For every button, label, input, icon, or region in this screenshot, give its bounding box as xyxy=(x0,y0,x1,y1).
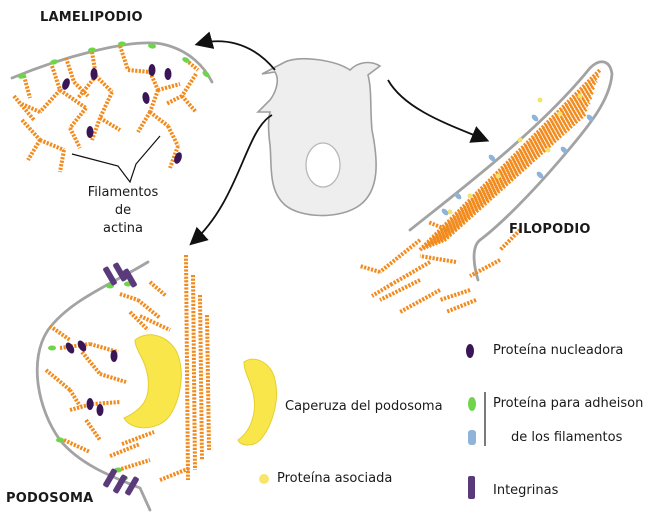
actin-filament xyxy=(50,326,70,340)
label-filopodio: FILOPODIO xyxy=(509,222,591,237)
associated-protein xyxy=(538,98,543,103)
actin-filament xyxy=(200,295,202,460)
nucleator-protein xyxy=(149,64,156,76)
actin-filament xyxy=(380,280,420,300)
actin-filament xyxy=(100,92,112,118)
associated-protein xyxy=(578,94,583,99)
cell-nucleus xyxy=(306,143,340,187)
legend-associated-icon xyxy=(259,474,269,484)
nucleator-protein xyxy=(87,398,94,410)
legend-integrinas-text: Integrinas xyxy=(493,483,558,498)
actin-filament xyxy=(110,444,140,456)
label-lamelipodio: LAMELIPODIO xyxy=(40,10,143,25)
actin-filament xyxy=(120,46,128,70)
actin-filament xyxy=(150,90,158,112)
filamentos-pointer xyxy=(72,136,160,182)
nucleator-protein xyxy=(61,77,72,91)
associated-protein xyxy=(558,112,563,117)
legend-integrin-icon xyxy=(468,476,475,499)
actin-filament xyxy=(70,128,80,148)
nucleator-protein xyxy=(87,126,94,138)
nucleator-protein xyxy=(111,350,118,362)
actin-filament xyxy=(128,70,150,72)
actin-filament xyxy=(440,290,470,300)
actin-filament xyxy=(120,294,138,300)
actin-filament xyxy=(86,420,100,440)
label-filamentos: Filamentos xyxy=(73,185,173,200)
actin-filament xyxy=(70,390,80,406)
actin-filament xyxy=(40,140,64,150)
legend-adhesion-green-icon xyxy=(468,397,476,411)
actin-filament xyxy=(28,140,40,160)
actin-filament xyxy=(40,90,60,112)
actin-filament xyxy=(100,374,126,382)
nucleator-protein xyxy=(142,91,151,104)
actin-filament xyxy=(70,108,86,128)
actin-filament xyxy=(380,240,420,272)
legend-adhesion-text: Proteína para adheison xyxy=(493,396,643,411)
actin-filament xyxy=(400,290,440,312)
nucleator-protein xyxy=(91,68,98,80)
actin-filament xyxy=(92,118,100,140)
associated-protein xyxy=(496,174,501,179)
actin-filament xyxy=(14,96,34,120)
actin-filament xyxy=(100,118,120,130)
legend-adhesion-blue-icon xyxy=(468,430,476,445)
actin-filament xyxy=(60,150,64,172)
actin-filament xyxy=(150,282,166,296)
actin-filament xyxy=(166,96,182,104)
legend-cap-shape xyxy=(238,359,277,445)
actin-filament xyxy=(140,316,170,330)
actin-filament xyxy=(24,76,30,98)
actin-filament xyxy=(186,255,188,480)
cell-body xyxy=(258,59,380,216)
label-podosoma: PODOSOMA xyxy=(6,491,93,506)
arrow-to-lamelipodio xyxy=(198,41,275,70)
associated-protein xyxy=(546,148,551,153)
actin-filament xyxy=(182,96,196,112)
associated-protein xyxy=(468,194,473,199)
legend-adhesion-text-2: de los filamentos xyxy=(511,430,622,445)
legend-nucleadora-text: Proteína nucleadora xyxy=(493,343,623,358)
nucleator-protein xyxy=(97,404,104,416)
nucleator-protein xyxy=(165,68,172,80)
podosoma-membrane xyxy=(37,262,150,510)
actin-filament xyxy=(150,112,168,126)
lamelipodio-membrane xyxy=(12,43,212,82)
actin-filament xyxy=(52,66,60,90)
adhesion-protein xyxy=(118,42,126,47)
actin-filament xyxy=(158,84,180,90)
legend-nucleator-icon xyxy=(466,344,474,358)
actin-filament xyxy=(82,352,100,374)
actin-filament xyxy=(92,402,120,404)
arrow-to-podosoma xyxy=(192,115,272,243)
actin-filament xyxy=(96,76,112,92)
actin-filament xyxy=(138,112,150,132)
actin-filament xyxy=(130,312,148,330)
podosome-cap xyxy=(124,335,181,428)
actin-filament xyxy=(182,74,196,96)
actin-filament xyxy=(46,370,70,390)
adhesion-protein xyxy=(48,346,56,351)
actin-filament xyxy=(160,468,190,480)
actin-filament xyxy=(446,300,476,312)
actin-filament xyxy=(122,432,154,444)
actin-filament xyxy=(193,275,195,470)
actin-filament xyxy=(207,315,209,450)
legend-caperuza-text: Caperuza del podosoma xyxy=(285,399,443,414)
actin-filament xyxy=(118,460,150,470)
actin-filament xyxy=(420,256,456,262)
label-actina: actina xyxy=(73,221,173,236)
legend-asociada-text: Proteína asociada xyxy=(277,471,392,486)
arrow-to-filopodio xyxy=(388,80,486,140)
actin-filament xyxy=(168,126,178,146)
associated-protein xyxy=(518,138,523,143)
actin-filament xyxy=(392,262,430,284)
actin-filament xyxy=(22,120,40,140)
label-de: de xyxy=(73,203,173,218)
actin-filament xyxy=(360,266,380,272)
adhesion-protein xyxy=(56,438,64,443)
